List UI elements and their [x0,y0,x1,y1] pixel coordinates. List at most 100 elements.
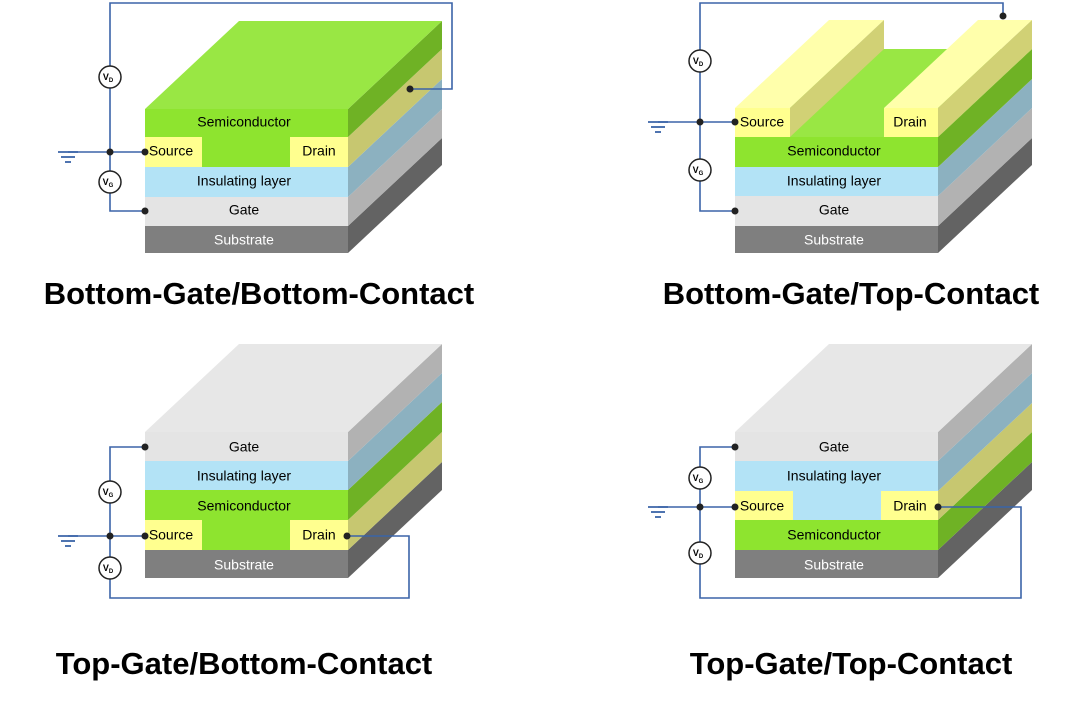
insulating-layer-front [145,461,348,490]
gate-layer [735,108,1032,226]
ground-symbol [58,535,108,547]
drain-label: Drain [893,114,926,130]
contact-layer-side [348,432,442,550]
insulating-label: Insulating layer [197,468,292,484]
semiconductor-channel [202,520,290,550]
source-node-dot [106,532,114,540]
gate-contact-dot [731,207,739,215]
gate-label: Gate [229,202,260,218]
contact-layer-side [348,49,442,167]
substrate-label: Substrate [214,232,274,248]
voltmeter-vd: VD [98,65,122,89]
gate-contact-dot [141,443,149,451]
voltmeter-vg: VG [98,480,122,504]
voltmeter-vd-label: VD [693,56,704,68]
drain-contact-dot [406,85,414,93]
voltmeter-vd-label: VD [103,563,114,575]
substrate-label: Substrate [804,232,864,248]
semiconductor-layer [145,21,442,137]
drain-wire [699,506,1022,599]
gate-label: Gate [819,202,850,218]
insulating-layer-front [735,167,938,196]
substrate-layer-front [145,550,348,578]
semiconductor-layer-front [735,520,938,550]
gate-wire [699,181,735,212]
semiconductor-layer-front [145,490,348,520]
gate-layer-side [348,109,442,226]
source-node-dot [106,148,114,156]
insulating-layer-side [938,79,1032,196]
source-node-dot [696,503,704,511]
source-node-dot [696,118,704,126]
semiconductor-label: Semiconductor [197,114,291,130]
gate-contact-dot [731,443,739,451]
substrate-label: Substrate [214,557,274,573]
substrate-layer [145,462,442,578]
voltmeter-vd: VD [688,49,712,73]
substrate-layer [145,138,442,253]
substrate-layer-front [145,226,348,253]
drain-contact [884,20,1032,137]
voltmeter-vg-label: VG [103,487,114,499]
gate-layer-side [938,344,1032,461]
ground-symbol [648,121,698,133]
semiconductor-layer-side [938,432,1032,550]
semiconductor-layer-side [348,21,442,137]
semiconductor-layer-side [348,402,442,520]
gate-layer [145,109,442,226]
gate-label: Gate [229,439,260,455]
insulating-layer-side [348,373,442,490]
substrate-layer-side [938,462,1032,578]
drain-contact-dot [343,532,351,540]
semiconductor-layer-top [145,21,442,109]
gate-layer [145,344,442,461]
drain-contact-dot [934,503,942,511]
gate-contact-dot [141,207,149,215]
substrate-layer-front [735,226,938,253]
source-contact-dot [731,503,739,511]
source-label: Source [740,498,785,514]
drain-label: Drain [302,527,335,543]
semiconductor-label: Semiconductor [787,143,881,159]
substrate-layer-side [938,138,1032,253]
insulating-layer [145,373,442,490]
source-contact-front [735,108,790,137]
gate-layer-front [735,432,938,461]
semiconductor-label: Semiconductor [787,527,881,543]
gate-layer-side [938,108,1032,226]
gate-layer-side [348,344,442,461]
drain-contact-side [938,20,1032,137]
source-contact [735,20,884,137]
gate-layer [735,344,1032,461]
voltmeter-vd: VD [688,541,712,565]
gate-label: Gate [819,439,850,455]
voltmeter-vd-label: VD [103,72,114,84]
voltmeter-vd-circle [98,65,122,89]
gate-layer-top [145,344,442,432]
insulating-label: Insulating layer [787,173,882,189]
gate-layer-front [735,196,938,226]
title-top-gate-bottom-contact: Top-Gate/Bottom-Contact [56,646,433,681]
drain-label: Drain [893,498,926,514]
voltmeter-vg-circle [98,170,122,194]
drain-contact-front [884,108,938,137]
source-contact-top [735,20,884,108]
gate-wire [699,446,735,467]
insulating-layer-front [145,167,348,197]
voltmeter-vg: VG [688,466,712,490]
source-label: Source [149,527,194,543]
semiconductor-layer-side [938,49,1032,167]
drain-wire [109,2,453,90]
title-bottom-gate-bottom-contact: Bottom-Gate/Bottom-Contact [44,276,475,311]
contact-layer-side [938,403,1032,520]
voltmeter-vg: VG [688,158,712,182]
insulating-label: Insulating layer [197,173,292,189]
voltmeter-vg-label: VG [693,473,704,485]
semiconductor-layer [145,402,442,520]
substrate-layer-side [348,138,442,253]
voltmeter-vd-circle [688,541,712,565]
insulating-label: Insulating layer [787,468,882,484]
